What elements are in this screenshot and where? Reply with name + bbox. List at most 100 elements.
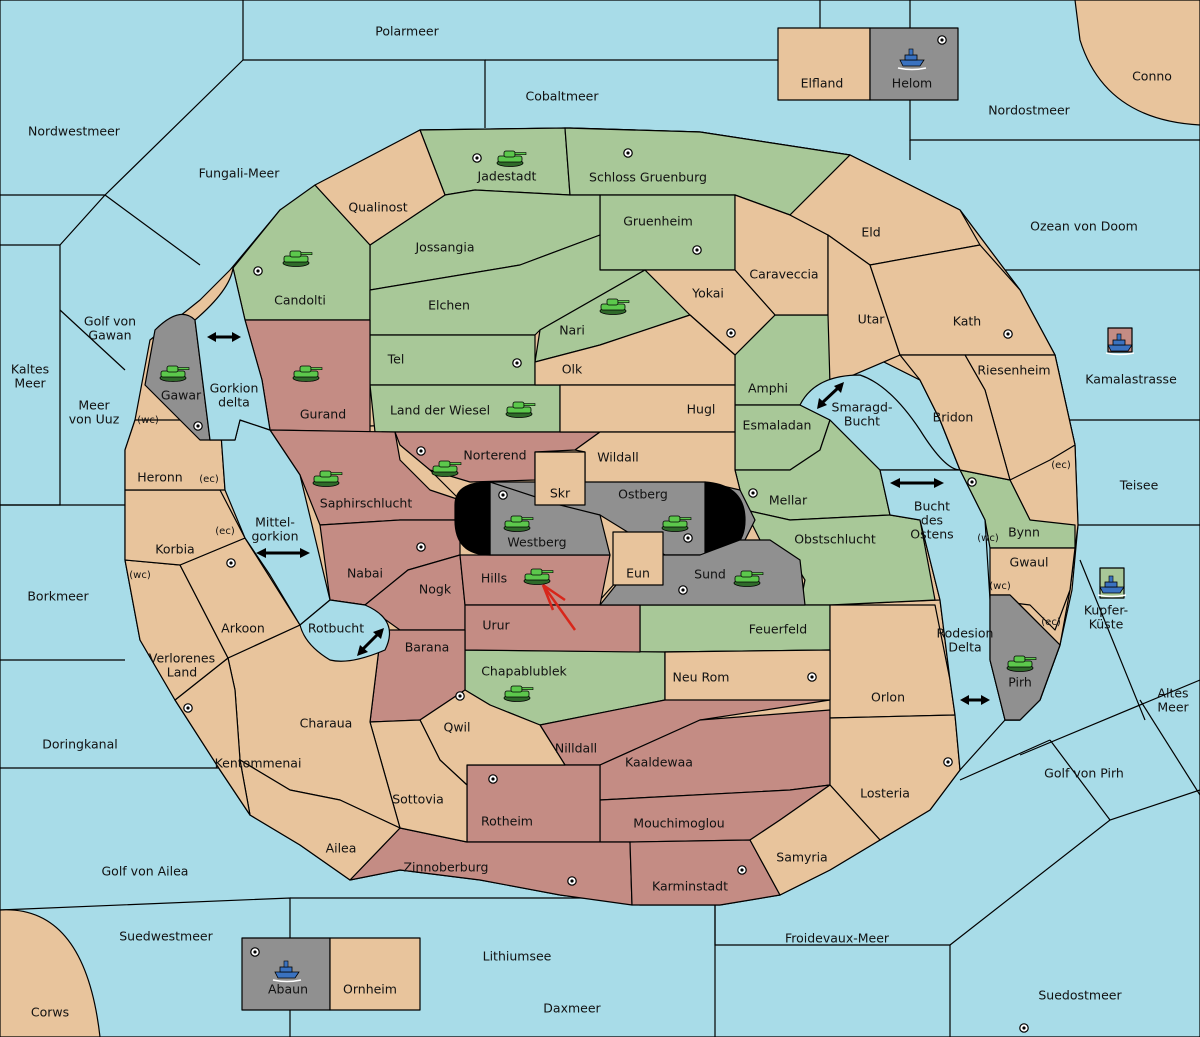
arrows	[207, 332, 990, 705]
supply-center-icon	[748, 488, 758, 498]
land-label-yokai: Yokai	[691, 286, 724, 301]
sea-label-kupfer-kueste-2: Küste	[1089, 617, 1124, 632]
coast-label-bynn-ec: (ec)	[1051, 460, 1071, 471]
province-elfland[interactable]	[777, 27, 871, 101]
sea-label-altes-meer-2: Meer	[1157, 700, 1189, 715]
sea-label-altes-meer-1: Altes	[1157, 686, 1188, 701]
sea-label-mittelgorkion-2: gorkion	[251, 529, 298, 544]
province-eun[interactable]	[612, 531, 664, 586]
province-ornheim[interactable]	[329, 937, 421, 1011]
land-label-kaaldewaa: Kaaldewaa	[625, 755, 693, 770]
sea-gorkion-delta	[194, 267, 271, 441]
coast-label-gwaul-ec: (ec)	[1041, 617, 1061, 628]
land-label-esmaladan: Esmaladan	[743, 418, 812, 433]
province-skr[interactable]	[534, 451, 586, 506]
province-samyria[interactable]	[749, 784, 881, 896]
land-label-neu-rom: Neu Rom	[673, 670, 730, 685]
province-ailea[interactable]	[239, 759, 401, 881]
land-label-kath: Kath	[953, 314, 981, 329]
province-rotheim[interactable]	[466, 764, 601, 843]
land-label-helom: Helom	[892, 76, 932, 91]
sea-label-rodesion-delta-2: Delta	[948, 640, 981, 655]
land-label-amphi: Amphi	[748, 381, 788, 396]
sea-bucht-des-ostens	[879, 469, 1006, 771]
supply-center-icon	[943, 757, 953, 767]
supply-center-icon	[416, 542, 426, 552]
land-label-chapablublek: Chapablublek	[481, 664, 567, 679]
supply-center-icon	[567, 876, 577, 886]
land-label-arkoon: Arkoon	[221, 621, 265, 636]
land-label-nabai: Nabai	[347, 566, 383, 581]
land-label-heronn: Heronn	[137, 470, 182, 485]
land-label-losteria: Losteria	[860, 786, 910, 801]
land-label-mellar: Mellar	[769, 493, 808, 508]
province-utar[interactable]	[827, 234, 901, 386]
province-karminstadt[interactable]	[629, 839, 781, 906]
supply-center-icon	[472, 153, 482, 163]
land-label-mouchimoglou: Mouchimoglou	[633, 816, 724, 831]
sea-label-fungali-meer: Fungali-Meer	[199, 166, 281, 181]
land-label-ornheim: Ornheim	[343, 982, 397, 997]
land-label-karminstadt: Karminstadt	[652, 879, 728, 894]
land-label-qwil: Qwil	[443, 720, 470, 735]
land-label-caraveccia: Caraveccia	[749, 267, 818, 282]
coast-label-gwaul-wc: (wc)	[989, 581, 1011, 592]
land-label-pirh: Pirh	[1008, 675, 1032, 690]
province-corws[interactable]	[0, 909, 101, 1037]
province-qualinost[interactable]	[314, 129, 446, 246]
sea-labels: Polarmeer Cobaltmeer Nordwestmeer Fungal…	[11, 24, 1190, 1016]
land-label-sund: Sund	[694, 567, 726, 582]
supply-center-icon	[183, 703, 193, 713]
sea-label-gorkion-delta-2: delta	[218, 395, 250, 410]
sea-label-rodesion-delta-1: Rodesion	[937, 626, 994, 641]
sea-label-gorkion-delta-1: Gorkion	[210, 381, 259, 396]
sea-label-suedwestmeer: Suedwestmeer	[119, 929, 213, 944]
land-label-land-der-wiesel: Land der Wiesel	[390, 403, 490, 418]
land-label-gurand: Gurand	[300, 407, 346, 422]
sea-label-golf-von-gawan-1: Golf von	[84, 314, 136, 329]
land-label-orlon: Orlon	[871, 690, 905, 705]
province-yokai[interactable]	[644, 269, 776, 356]
land-label-elfland: Elfland	[801, 76, 844, 91]
supply-center-icon	[226, 558, 236, 568]
sea-label-bucht-des-ostens-1: Bucht	[914, 499, 950, 514]
land-label-obstschlucht: Obstschlucht	[794, 532, 876, 547]
coast-label-bynn-wc: (wc)	[977, 533, 999, 544]
land-label-nari: Nari	[559, 323, 585, 338]
land-label-ostberg: Ostberg	[618, 487, 668, 502]
sea-label-golf-von-pirh: Golf von Pirh	[1044, 766, 1124, 781]
land-label-feuerfeld: Feuerfeld	[749, 622, 807, 637]
province-gruenheim[interactable]	[599, 194, 736, 271]
sea-label-rotbucht: Rotbucht	[308, 621, 364, 636]
supply-center-icon	[455, 691, 465, 701]
land-label-jossangia: Jossangia	[414, 240, 474, 255]
land-label-westberg: Westberg	[507, 535, 566, 550]
land-label-sottovia: Sottovia	[392, 792, 444, 807]
supply-center-icon	[737, 865, 747, 875]
sea-label-teisee: Teisee	[1119, 478, 1159, 493]
supply-center-icon	[967, 477, 977, 487]
supply-center-icon	[692, 245, 702, 255]
province-bridon[interactable]	[899, 354, 1011, 481]
sea-label-bucht-des-ostens-3: Ostens	[910, 527, 953, 542]
sea-label-smaragd-bucht-2: Bucht	[844, 414, 880, 429]
land-label-wildall: Wildall	[597, 450, 639, 465]
sea-label-smaragd-bucht-1: Smaragd-	[832, 400, 893, 415]
land-label-samyria: Samyria	[776, 850, 827, 865]
land-label-hills: Hills	[481, 571, 507, 586]
supply-center-icon	[512, 358, 522, 368]
land-label-zinnoberburg: Zinnoberburg	[403, 860, 488, 875]
sea-label-polarmeer: Polarmeer	[375, 24, 439, 39]
province-jadestadt[interactable]	[419, 127, 571, 196]
land-label-abaun: Abaun	[268, 982, 308, 997]
supply-center-icon	[1003, 329, 1013, 339]
order-arrow-hills	[541, 583, 577, 631]
province-olk[interactable]	[534, 314, 736, 386]
province-neu-rom[interactable]	[664, 649, 831, 701]
supply-center-icon	[416, 446, 426, 456]
sea-label-nordostmeer: Nordostmeer	[988, 103, 1070, 118]
land-label-eun: Eun	[626, 566, 650, 581]
sea-label-froidevaux-meer: Froidevaux-Meer	[785, 931, 890, 946]
